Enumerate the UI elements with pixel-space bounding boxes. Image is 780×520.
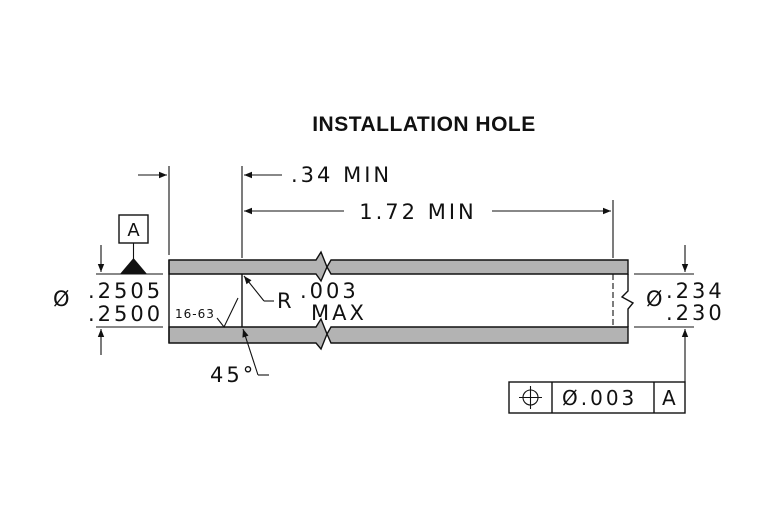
right-diameter: Ø .234 .230 [634,245,725,382]
radius-suffix: MAX [311,301,367,325]
left-diameter: Ø .2505 .2500 [53,245,163,355]
left-dia-upper: .2505 [88,279,163,303]
feature-control-frame: Ø.003 A [508,381,686,414]
top-wall [168,250,629,283]
bottom-wall [168,317,629,351]
break-symbol [620,274,635,327]
radius-value: .003 [300,279,359,303]
datum-box [118,214,149,244]
radius-prefix: R [277,289,295,313]
datum-letter: A [127,220,140,241]
left-dia-lower: .2500 [88,302,163,326]
datum-triangle [120,258,147,274]
right-dia-upper: .234 [666,279,725,303]
surface-finish-value: 16-63 [175,307,215,321]
dim-172: 1.72 MIN [244,200,614,258]
right-dia-symbol: Ø [646,287,666,311]
position-icon [519,386,542,409]
dim-172-text: 1.72 MIN [359,200,476,224]
chamfer-callout: 45° [210,328,269,387]
datum-a: A [118,214,149,274]
surface-finish-icon [216,297,239,329]
left-dia-symbol: Ø [53,287,73,311]
part-body [168,250,635,351]
dim-034: .34 MIN [138,163,392,258]
right-dia-lower: .230 [666,301,725,325]
fcf-datum: A [662,386,679,410]
drawing-title: INSTALLATION HOLE [312,113,536,136]
chamfer-value: 45° [210,363,256,387]
radius-callout: R .003 MAX [243,275,367,325]
dim-034-text: .34 MIN [291,163,392,187]
fcf-tolerance: Ø.003 [562,386,637,410]
surface-finish: 16-63 [175,297,239,329]
